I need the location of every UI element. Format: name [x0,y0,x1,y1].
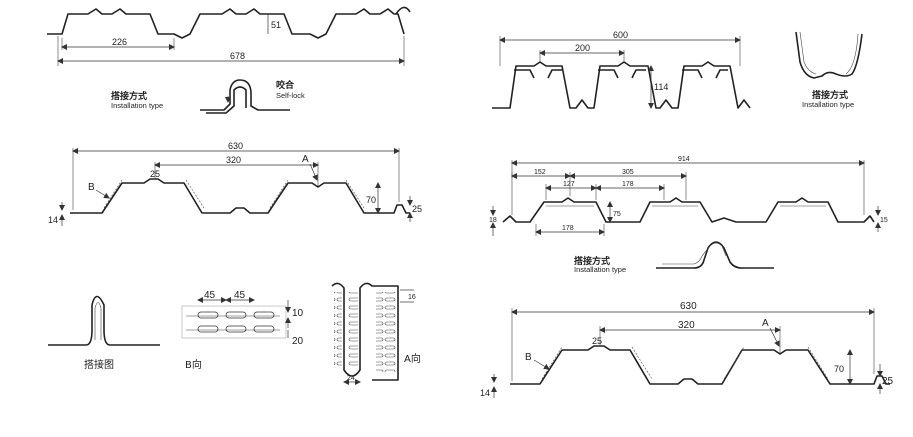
profile-line [70,178,410,214]
dim-height: 114 [654,82,668,92]
profile-line [492,61,751,109]
dim-305: 305 [622,169,634,176]
mark-a: A [302,154,309,165]
install-detail [656,241,774,269]
dim-base: 14 [480,388,490,398]
profile-line [47,8,405,39]
dim-24: 24 [347,375,355,382]
dim-pitch: 200 [575,43,590,53]
install-label-en: Installation type [574,265,626,274]
dim-10: 10 [292,308,304,319]
detail-bottom-left: 搭接图 45 45 10 20 B向 16 24 A向 [48,282,421,385]
dim-pitch: 226 [112,37,127,47]
self-lock-detail [200,79,290,111]
dim-base: 14 [48,215,58,225]
lap-label-cn: 搭接图 [84,358,114,371]
lap-detail [48,295,160,346]
hook-end [395,6,411,15]
dim-178a: 178 [622,181,634,188]
dim-75: 75 [613,211,621,218]
profile-mid-right: 914 152 305 127 178 75 178 18 15 搭接方式 In… [489,156,888,274]
profile-top-left: 51 226 678 咬合 Self-lock 搭接方式 Installatio… [47,6,411,114]
dim-45b: 45 [234,290,246,301]
dim-152: 152 [534,169,546,176]
mark-b: B [88,182,95,193]
dim-edge: 25 [882,376,894,387]
dim-height: 70 [366,195,376,205]
dim-right: 15 [880,217,888,224]
dim-16: 16 [408,294,416,301]
dim-20: 20 [292,336,304,347]
install-label-cn: 搭接方式 [574,255,610,267]
install-label-en: Installation type [802,100,854,109]
mark-a: A [762,318,769,329]
dim-width: 914 [678,156,690,163]
install-label-cn: 搭接方式 [812,89,848,101]
install-label-en: Installation type [111,101,163,110]
profile-bottom-right: 630 320 25 A B 70 25 14 [480,301,894,398]
dim-45a: 45 [204,290,216,301]
dim-top: 25 [592,336,602,346]
install-detail [795,31,863,79]
dim-width: 678 [230,51,245,61]
dim-top: 25 [150,169,160,179]
dim-178b: 178 [562,225,574,232]
dim-edge: 25 [412,204,422,214]
lock-label-cn: 咬合 [276,79,295,91]
mark-b: B [525,352,532,363]
dim-127: 127 [563,181,575,188]
lock-label-en: Self-lock [276,91,305,100]
dim-width: 600 [613,30,628,40]
profile-top-right: 600 200 114 搭接方式 Installation type [492,30,863,109]
install-label-cn: 搭接方式 [111,90,147,102]
dim-left: 18 [489,217,497,224]
view-b-label: B向 [185,358,202,371]
dim-span: 320 [678,320,695,331]
dim-span: 320 [226,155,241,165]
dim-width: 630 [680,301,697,312]
view-a-label: A向 [404,352,421,365]
dim-width: 630 [228,141,243,151]
profile-line [502,197,875,223]
dim-height: 51 [271,20,281,30]
dim-height: 70 [834,364,844,374]
profile-line [510,345,890,385]
profile-mid-left: 630 320 25 A B 70 25 14 [48,141,422,226]
